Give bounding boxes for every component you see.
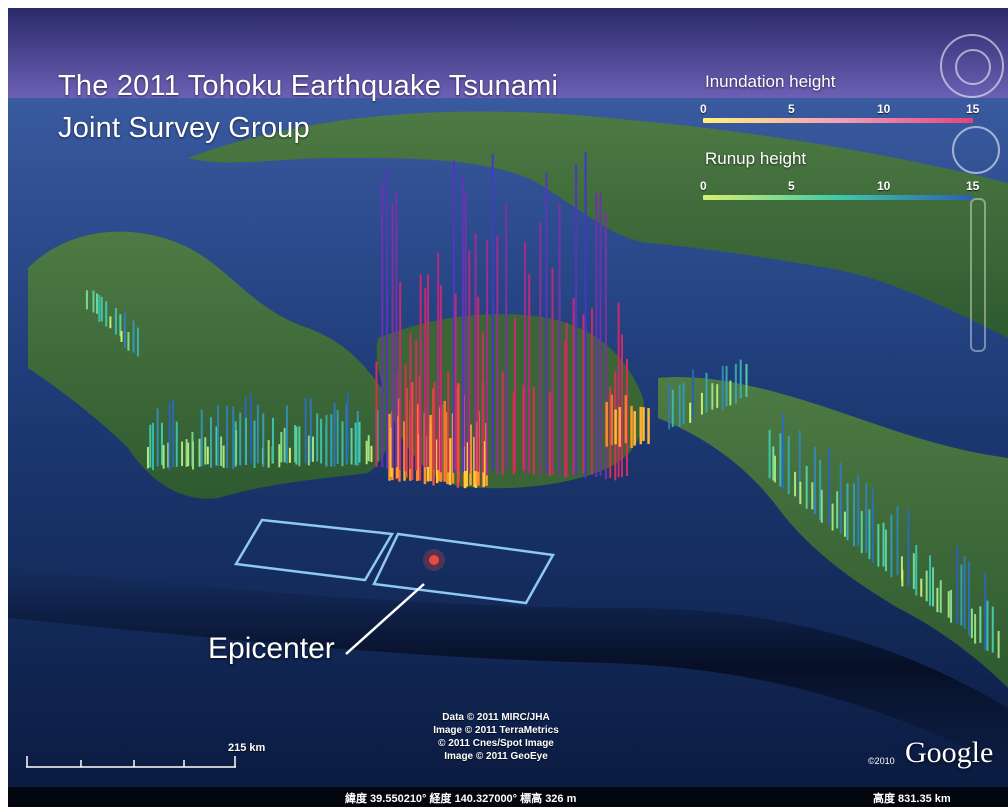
compass-ring[interactable] <box>940 34 1004 98</box>
runup-tick-10: 10 <box>877 179 891 193</box>
landmass-honshu-west <box>28 231 392 499</box>
runup-legend-title: Runup height <box>705 149 807 168</box>
inundation-tick-5: 5 <box>788 102 795 116</box>
landmass-east <box>658 377 1008 688</box>
inundation-color-scale <box>703 118 973 123</box>
scale-bar <box>26 756 236 768</box>
runup-color-scale <box>703 195 973 200</box>
zoom-slider[interactable] <box>970 198 986 352</box>
page-subtitle: Joint Survey Group <box>58 112 310 144</box>
inundation-tick-15: 15 <box>966 102 980 116</box>
epicenter-marker <box>429 555 439 565</box>
pan-control-icon[interactable] <box>952 126 1000 174</box>
inundation-legend-title: Inundation height <box>705 72 836 91</box>
copyright-year: ©2010 <box>868 756 895 766</box>
imagery-credits: Data © 2011 MIRC/JHA Image © 2011 TerraM… <box>411 711 581 763</box>
landmass-north <box>188 111 1008 338</box>
epicenter-glow <box>423 549 445 571</box>
credit-line: Image © 2011 TerraMetrics <box>433 725 559 736</box>
altitude-readout: 高度 831.35 km <box>873 793 951 805</box>
page-title: The 2011 Tohoku Earthquake Tsunami <box>58 70 559 102</box>
credit-line: Image © 2011 GeoEye <box>444 751 548 762</box>
coastal-bars-east <box>668 359 1000 659</box>
fault-box-west <box>233 518 395 582</box>
compass-center-icon[interactable] <box>955 49 991 85</box>
terrain-scene[interactable] <box>8 8 1008 807</box>
runup-tick-15: 15 <box>966 179 980 193</box>
epicenter-pointer <box>345 583 425 655</box>
status-bar: 緯度 39.550210° 経度 140.327000° 標高 326 m 高度… <box>8 787 1008 807</box>
coastal-bars-west <box>85 290 379 471</box>
inundation-tick-0: 0 <box>700 102 707 116</box>
epicenter-label: Epicenter <box>208 632 335 665</box>
google-logo: Google <box>905 736 994 769</box>
map-view[interactable]: The 2011 Tohoku Earthquake Tsunami Joint… <box>8 8 1008 807</box>
runup-tick-5: 5 <box>788 179 795 193</box>
coastal-bars-center <box>375 152 650 489</box>
inundation-tick-10: 10 <box>877 102 891 116</box>
credit-line: Data © 2011 MIRC/JHA <box>442 712 550 723</box>
runup-tick-0: 0 <box>700 179 707 193</box>
credit-line: © 2011 Cnes/Spot Image <box>438 738 554 749</box>
scale-label: 215 km <box>228 742 266 754</box>
fault-box-east <box>372 532 555 605</box>
trench <box>8 568 1008 768</box>
coordinates-readout: 緯度 39.550210° 経度 140.327000° 標高 326 m <box>345 793 577 805</box>
